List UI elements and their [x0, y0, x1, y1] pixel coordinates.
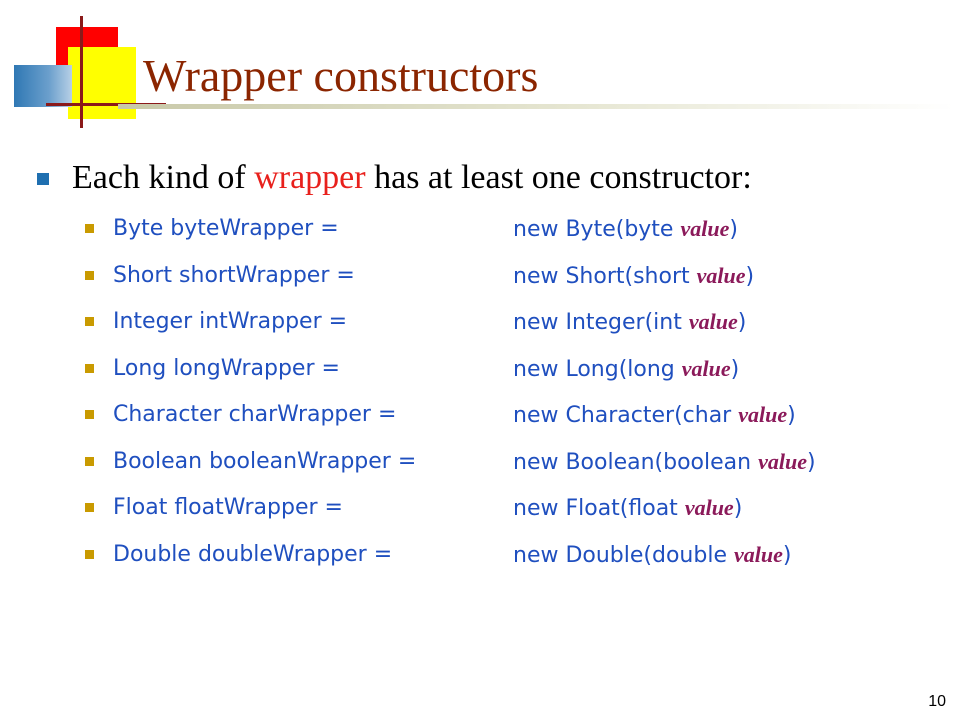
constructor-call: new Float(float value) [513, 489, 742, 528]
intro-before: Each kind of [72, 159, 255, 196]
declaration: Float floatWrapper = [113, 495, 343, 520]
declaration: Short shortWrapper = [113, 262, 355, 288]
constructor-prefix: new Short(short [513, 263, 697, 289]
page-number: 10 [928, 693, 946, 710]
list-item: Byte byteWrapper = new Byte(byte value) [85, 210, 945, 257]
constructor-prefix: new Integer(int [513, 310, 689, 335]
square-bullet-icon [85, 456, 94, 466]
declaration: Boolean booleanWrapper = [113, 448, 417, 474]
constructor-prefix: new Character(char [513, 403, 739, 428]
square-bullet-icon [85, 503, 94, 512]
constructor-prefix: new Byte(byte [513, 217, 681, 242]
declaration: Byte byteWrapper = [113, 216, 339, 241]
closing-paren: ) [782, 542, 792, 568]
parameter-name: value [681, 355, 731, 381]
constructor-prefix: new Double(double [513, 542, 734, 568]
square-bullet-icon [85, 410, 94, 419]
list-item: Integer intWrapper = new Integer(int val… [85, 303, 945, 350]
constructor-call: new Short(short value) [513, 257, 754, 296]
closing-paren: ) [730, 356, 740, 382]
square-bullet-icon [85, 224, 94, 233]
constructor-call: new Byte(byte value) [513, 210, 738, 249]
constructor-call: new Double(double value) [513, 536, 791, 575]
closing-paren: ) [806, 449, 816, 475]
list-item: Character charWrapper = new Character(ch… [85, 396, 945, 443]
square-bullet-icon [37, 173, 49, 185]
declaration: Integer intWrapper = [113, 309, 348, 334]
logo-vertical-line [80, 16, 83, 128]
parameter-name: value [688, 309, 738, 334]
parameter-name: value [758, 448, 807, 474]
closing-paren: ) [729, 217, 738, 242]
declaration: Double doubleWrapper = [113, 541, 393, 567]
list-item: Long longWrapper = new Long(long value) [85, 350, 945, 397]
intro-highlight: wrapper [254, 159, 366, 196]
constructor-call: new Long(long value) [513, 350, 739, 389]
parameter-name: value [733, 541, 783, 567]
square-bullet-icon [85, 317, 94, 326]
logo-blue-square [14, 65, 72, 107]
intro-text: Each kind of wrapper has at least one co… [72, 156, 752, 200]
parameter-name: value [684, 495, 734, 520]
constructor-prefix: new Long(long [513, 356, 682, 382]
constructor-list: Byte byteWrapper = new Byte(byte value) … [85, 210, 945, 582]
closing-paren: ) [737, 310, 747, 335]
constructor-call: new Integer(int value) [513, 303, 746, 342]
title-underline-rule [118, 104, 954, 109]
slide-title: Wrapper constructors [143, 50, 539, 101]
parameter-name: value [680, 216, 730, 241]
declaration: Character charWrapper = [113, 402, 397, 427]
square-bullet-icon [85, 549, 94, 559]
list-item: Double doubleWrapper = new Double(double… [85, 536, 945, 583]
constructor-call: new Character(char value) [513, 396, 796, 435]
declaration: Long longWrapper = [113, 355, 340, 381]
constructor-call: new Boolean(boolean value) [513, 443, 816, 482]
list-item: Short shortWrapper = new Short(short val… [85, 257, 945, 304]
square-bullet-icon [85, 270, 94, 280]
logo-horizontal-line [46, 103, 166, 106]
closing-paren: ) [733, 496, 743, 521]
list-item: Boolean booleanWrapper = new Boolean(boo… [85, 443, 945, 490]
closing-paren: ) [787, 403, 796, 428]
closing-paren: ) [745, 263, 755, 289]
parameter-name: value [696, 262, 746, 288]
constructor-prefix: new Float(float [513, 496, 685, 521]
constructor-prefix: new Boolean(boolean [513, 449, 759, 475]
parameter-name: value [738, 402, 788, 427]
intro-after: has at least one constructor: [365, 159, 752, 196]
square-bullet-icon [85, 363, 94, 373]
list-item: Float floatWrapper = new Float(float val… [85, 489, 945, 536]
